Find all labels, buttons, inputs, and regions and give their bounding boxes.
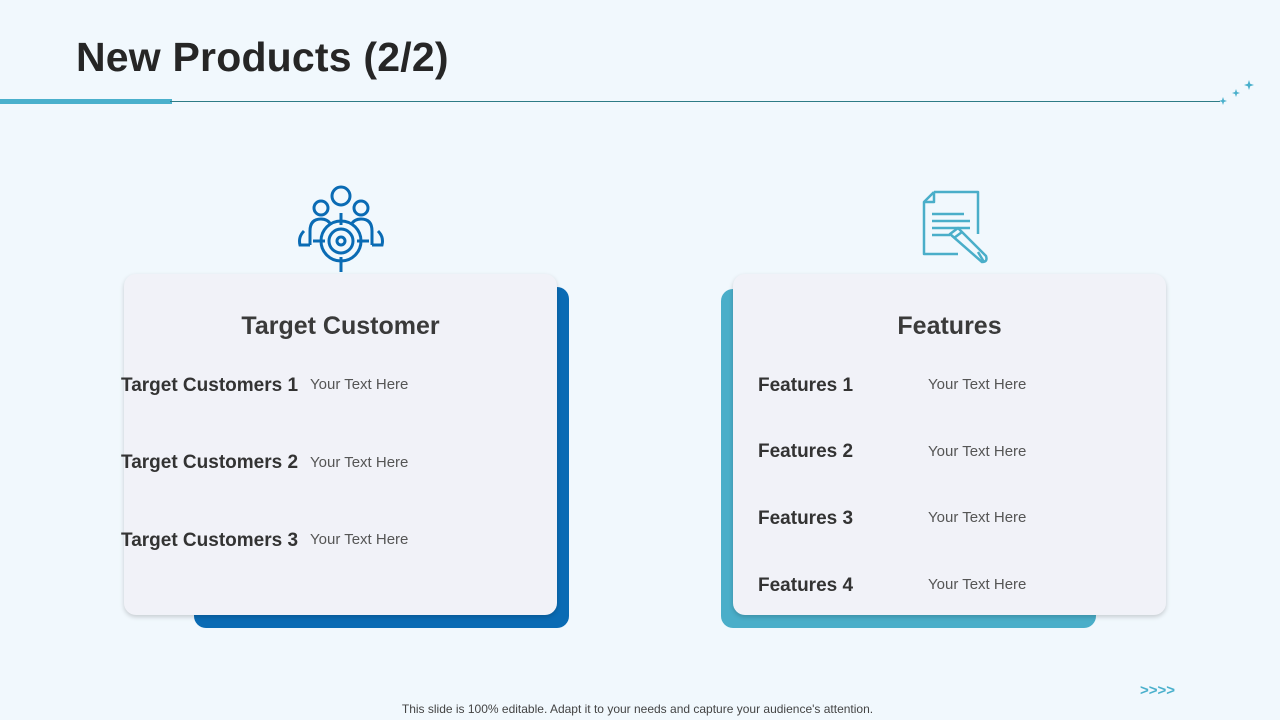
sparkle-icon (1219, 80, 1254, 105)
header-rule (170, 101, 1220, 102)
target-row-label: Target Customers 3 (121, 530, 299, 551)
features-row-label: Features 4 (758, 575, 854, 596)
target-row-text: Your Text Here (310, 531, 409, 548)
features-row-label: Features 1 (758, 375, 854, 396)
target-row-text: Your Text Here (310, 376, 409, 393)
slide-title: New Products (2/2) (76, 34, 449, 80)
features-row-label: Features 2 (758, 441, 854, 462)
target-customer-card: Target Customer Target Customers 1 Your … (121, 274, 557, 615)
target-audience-icon (298, 185, 384, 272)
target-card-title: Target Customer (241, 312, 440, 340)
target-row-label: Target Customers 1 (121, 375, 299, 396)
features-row-text: Your Text Here (928, 576, 1027, 593)
next-chevrons-icon[interactable]: >>>> (1140, 682, 1176, 699)
features-card: Features Features 1 Your Text Here Featu… (733, 274, 1166, 615)
header-rule-accent (0, 99, 172, 104)
features-row-label: Features 3 (758, 508, 854, 529)
features-row-text: Your Text Here (928, 443, 1027, 460)
target-row-label: Target Customers 2 (121, 452, 299, 473)
features-row-text: Your Text Here (928, 509, 1027, 526)
features-row-text: Your Text Here (928, 376, 1027, 393)
document-pencil-icon (922, 190, 988, 264)
target-row-text: Your Text Here (310, 454, 409, 471)
footer-note: This slide is 100% editable. Adapt it to… (401, 702, 874, 716)
features-card-title: Features (897, 312, 1002, 340)
